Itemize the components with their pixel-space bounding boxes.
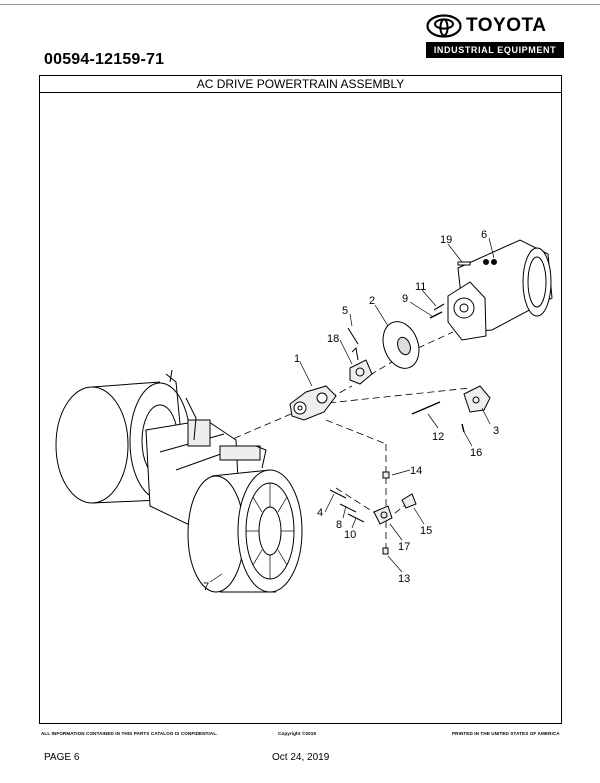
item-14-nut: [382, 471, 390, 479]
callout-14: 14: [410, 465, 422, 477]
item-12-bolt: [411, 401, 441, 415]
printed-notice: PRINTED IN THE UNITED STATES OF AMERICA: [452, 731, 560, 736]
item-7-drive-tire: [187, 468, 303, 596]
page-number: PAGE 6: [44, 752, 80, 763]
item-9-screw: [429, 311, 443, 319]
callout-leaders: [209, 237, 495, 583]
callout-12: 12: [432, 431, 444, 443]
callout-15: 15: [420, 525, 432, 537]
item-8-wire: [339, 503, 357, 513]
callout-17: 17: [398, 541, 410, 553]
callout-6: 6: [481, 229, 487, 241]
top-rule: [0, 4, 600, 5]
brand-name: TOYOTA: [466, 15, 547, 36]
callout-19: 19: [440, 234, 452, 246]
item-17-fitting: [373, 505, 393, 525]
item-6-motor: [447, 239, 553, 341]
callout-5: 5: [342, 305, 348, 317]
item-2-disc: [382, 321, 420, 369]
item-1-driveshaft: [289, 385, 337, 421]
callout-2: 2: [369, 295, 375, 307]
diagram-title: AC DRIVE POWERTRAIN ASSEMBLY: [40, 76, 561, 93]
item-13-nut: [382, 547, 389, 555]
item-4-wire: [329, 489, 347, 499]
item-15-sensor: [401, 493, 417, 509]
brand-subtitle: INDUSTRIAL EQUIPMENT: [426, 42, 564, 58]
callout-13: 13: [398, 573, 410, 585]
item-18-coupling: [349, 346, 373, 385]
item-16-pin: [461, 423, 465, 433]
callout-3: 3: [493, 425, 499, 437]
confidential-notice: ALL INFORMATION CONTAINED IN THIS PARTS …: [41, 731, 218, 736]
item-3-bracket: [463, 385, 491, 413]
callout-10: 10: [344, 529, 356, 541]
callout-16: 16: [470, 447, 482, 459]
callout-11: 11: [415, 281, 426, 293]
callout-4: 4: [317, 507, 323, 519]
toyota-emblem-icon: [426, 14, 462, 38]
toyota-logo: TOYOTA INDUSTRIAL EQUIPMENT: [426, 14, 564, 60]
copyright-notice: Copyright ©2019: [278, 731, 317, 736]
print-date: Oct 24, 2019: [272, 752, 330, 763]
callout-18: 18: [327, 333, 339, 345]
item-11-screw: [433, 303, 445, 311]
diagram-frame: AC DRIVE POWERTRAIN ASSEMBLY: [39, 75, 562, 724]
callout-7: 7: [203, 581, 209, 593]
catalog-part-number: 00594-12159-71: [44, 51, 165, 68]
callout-8: 8: [336, 519, 342, 531]
item-5-pin: [347, 327, 359, 345]
callout-9: 9: [402, 293, 408, 305]
callout-1: 1: [294, 353, 300, 365]
